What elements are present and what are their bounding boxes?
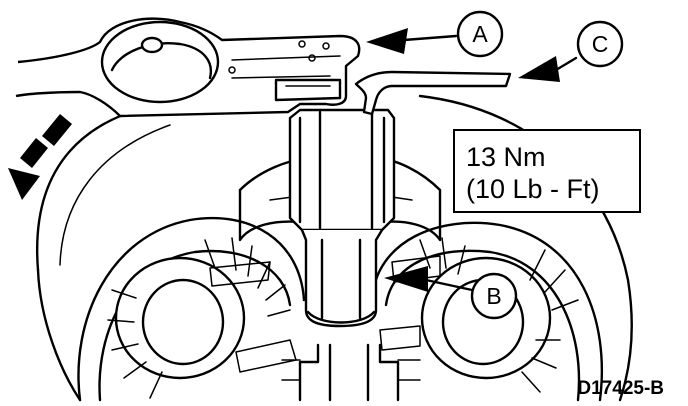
figure-code: D17425-B: [577, 378, 664, 399]
left-rotor: [77, 216, 306, 402]
arrow-b-icon: [384, 266, 428, 292]
torque-wrench: [15, 17, 361, 118]
arrow-a-icon: [366, 28, 408, 54]
torque-imperial: (10 Lb - Ft): [466, 174, 600, 204]
rotation-arrow-icon: [8, 114, 72, 200]
callout-c-label: C: [592, 31, 609, 57]
torque-spec-box: 13 Nm (10 Lb - Ft): [453, 129, 641, 213]
arrow-c-icon: [518, 56, 560, 82]
callout-a-label: A: [472, 21, 488, 47]
indicator-blade: [354, 70, 512, 116]
torque-metric: 13 Nm: [466, 142, 546, 172]
callout-b: B: [384, 266, 518, 320]
callout-a: A: [366, 10, 504, 58]
callout-c: C: [518, 20, 624, 82]
callout-b-label: B: [486, 283, 501, 309]
socket-adapter: [288, 108, 396, 328]
